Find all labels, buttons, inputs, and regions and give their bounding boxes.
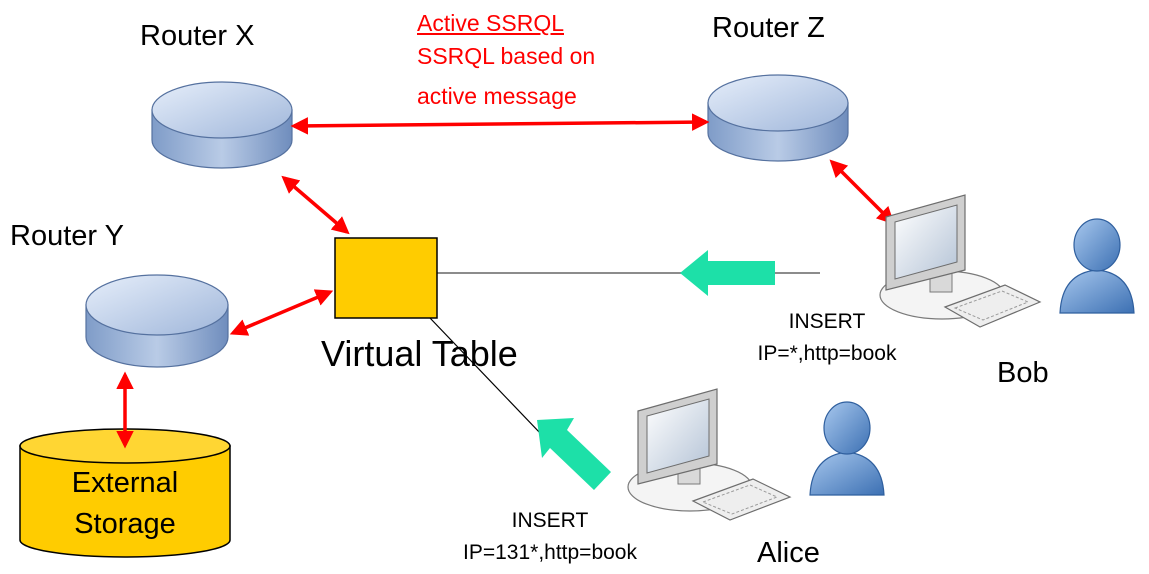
active-ssrql-title: Active SSRQL xyxy=(417,10,564,37)
virtual-table-label: Virtual Table xyxy=(321,333,518,374)
arrow-router-y-virtual-table xyxy=(229,289,334,336)
alice-insert-query: IP=131*,http=book xyxy=(463,541,637,564)
alice-computer-icon xyxy=(627,388,792,521)
bob-person-icon xyxy=(1059,218,1135,314)
router-z-icon xyxy=(707,74,849,162)
arrow-router-x-router-z xyxy=(290,113,710,135)
bob-insert-cmd: INSERT xyxy=(788,310,866,333)
active-ssrql-line2: SSRQL based on xyxy=(417,43,596,69)
storage-label-line1: External xyxy=(71,467,179,499)
alice-insert-cmd: INSERT xyxy=(511,509,589,532)
router-y-label: Router Y xyxy=(10,220,124,252)
router-y-icon xyxy=(85,274,229,368)
arrow-router-x-virtual-table xyxy=(281,175,350,235)
router-x-label: Router X xyxy=(140,20,255,52)
active-ssrql-title-text: Active SSRQL xyxy=(417,10,564,36)
bob-computer-icon xyxy=(879,194,1042,328)
alice-person-icon xyxy=(809,401,885,496)
bob-insert-query: IP=*,http=book xyxy=(757,342,897,365)
virtual-table-box xyxy=(334,237,438,319)
router-x-icon xyxy=(151,81,293,169)
storage-label-line2: Storage xyxy=(74,508,176,540)
arrow-router-z-bob xyxy=(829,159,895,225)
green-arrow-bob-to-table xyxy=(680,250,775,296)
alice-name-label: Alice xyxy=(757,537,820,569)
router-z-label: Router Z xyxy=(712,12,825,44)
active-ssrql-line3: active message xyxy=(417,83,577,109)
bob-name-label: Bob xyxy=(997,357,1049,389)
green-arrow-alice-to-table xyxy=(537,418,611,490)
